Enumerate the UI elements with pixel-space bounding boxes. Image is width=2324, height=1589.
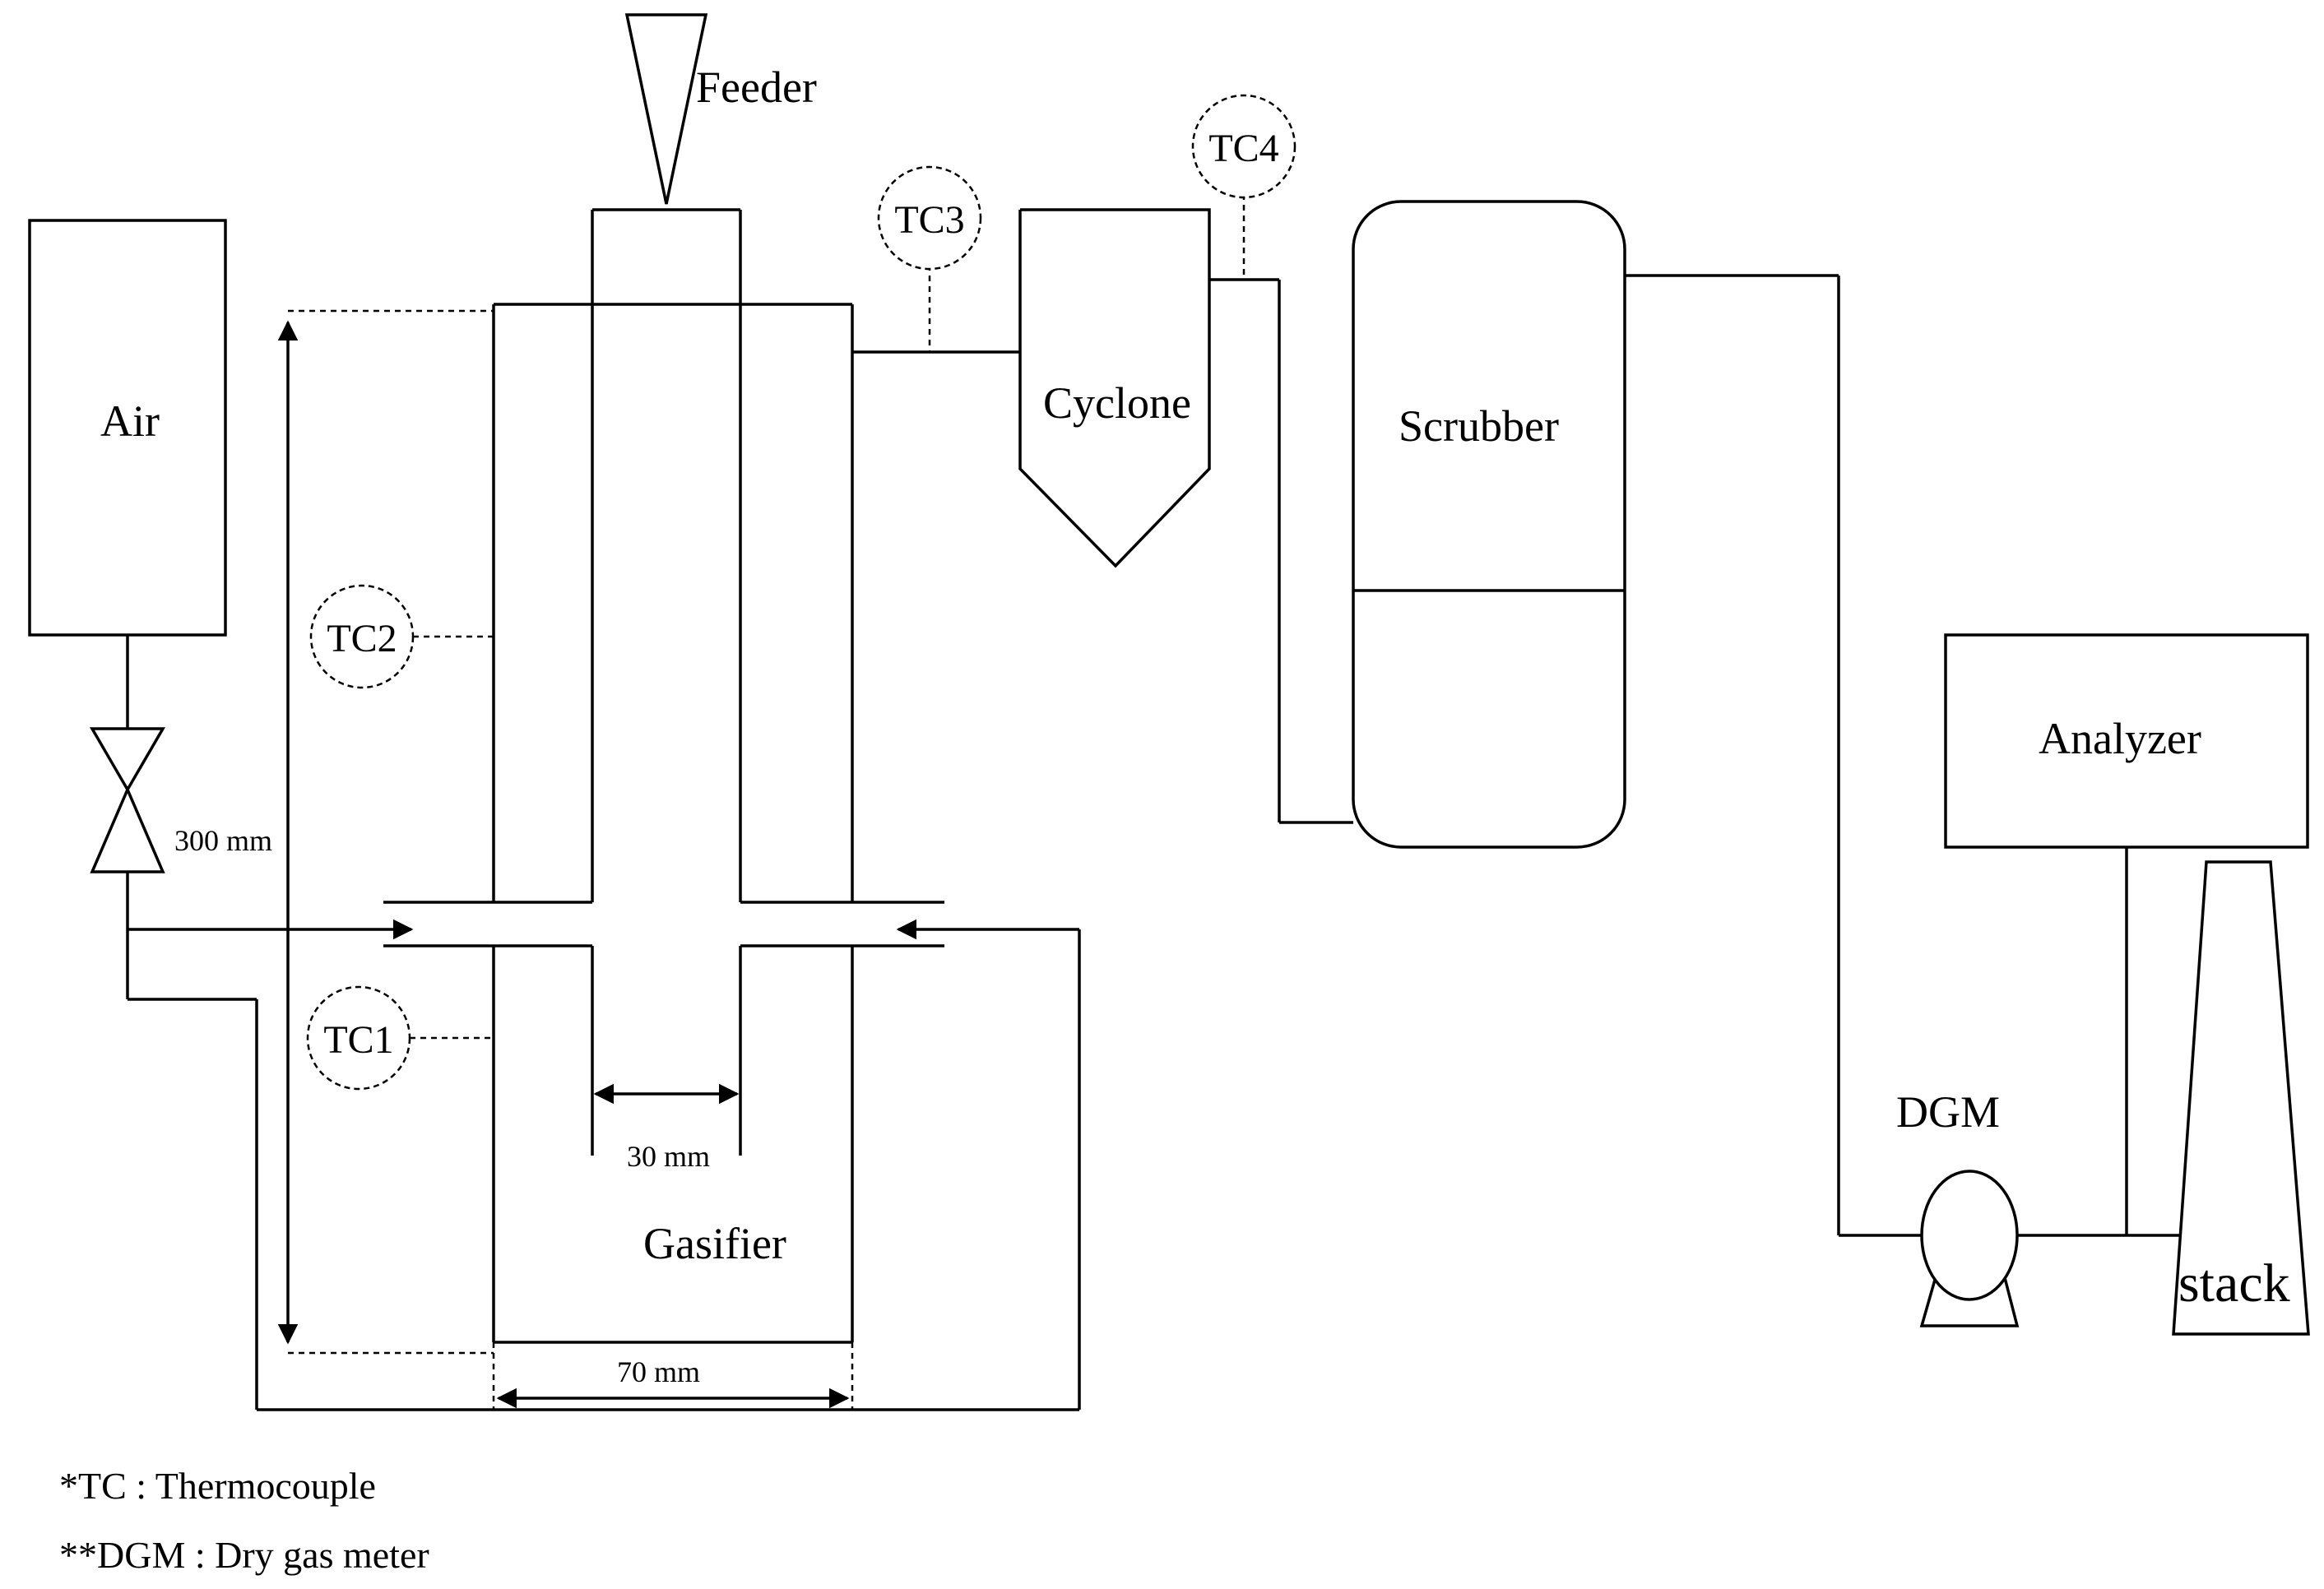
gasifier-label: Gasifier — [643, 1219, 786, 1268]
tc3-label: TC3 — [894, 198, 964, 242]
feeder-label: Feeder — [696, 63, 817, 112]
cyclone-label: Cyclone — [1043, 378, 1191, 428]
tc3-circle — [877, 165, 982, 271]
tc1-label: TC1 — [323, 1018, 393, 1062]
air-valve — [89, 727, 166, 873]
tc2-label: TC2 — [327, 617, 397, 660]
scrubber — [1352, 200, 1626, 849]
scrubber-label: Scrubber — [1399, 401, 1559, 451]
air-tank — [28, 219, 227, 637]
stack-label: stack — [2178, 1253, 2290, 1313]
dimension-outer-width — [492, 1342, 854, 1410]
inner-width-label: 30 mm — [627, 1140, 710, 1173]
feeder — [624, 13, 708, 205]
note-thermocouple: *TC : Thermocouple — [59, 1465, 376, 1507]
tc4-circle — [1191, 94, 1297, 199]
scrubber-outlet-pipe — [1625, 274, 1921, 1237]
dry-gas-meter — [1919, 1170, 2020, 1327]
note-dgm: **DGM : Dry gas meter — [59, 1534, 429, 1576]
analyzer — [1944, 633, 2309, 849]
air-label: Air — [100, 396, 160, 446]
outer-width-label: 70 mm — [617, 1355, 700, 1388]
stack — [2172, 860, 2310, 1336]
tc4-label: TC4 — [1208, 127, 1278, 170]
cyclone-outlet-pipe — [1209, 278, 1353, 824]
dimension-height — [277, 309, 494, 1355]
tc2-circle — [309, 584, 415, 689]
height-dimension-label: 300 mm — [174, 824, 272, 857]
analyzer-label: Analyzer — [2039, 714, 2201, 763]
gasifier-reactor — [383, 208, 944, 1344]
tc1-circle — [306, 985, 411, 1091]
dgm-label: DGM — [1896, 1087, 2000, 1137]
cyclone — [1018, 208, 1211, 568]
air-piping — [126, 872, 1081, 1411]
